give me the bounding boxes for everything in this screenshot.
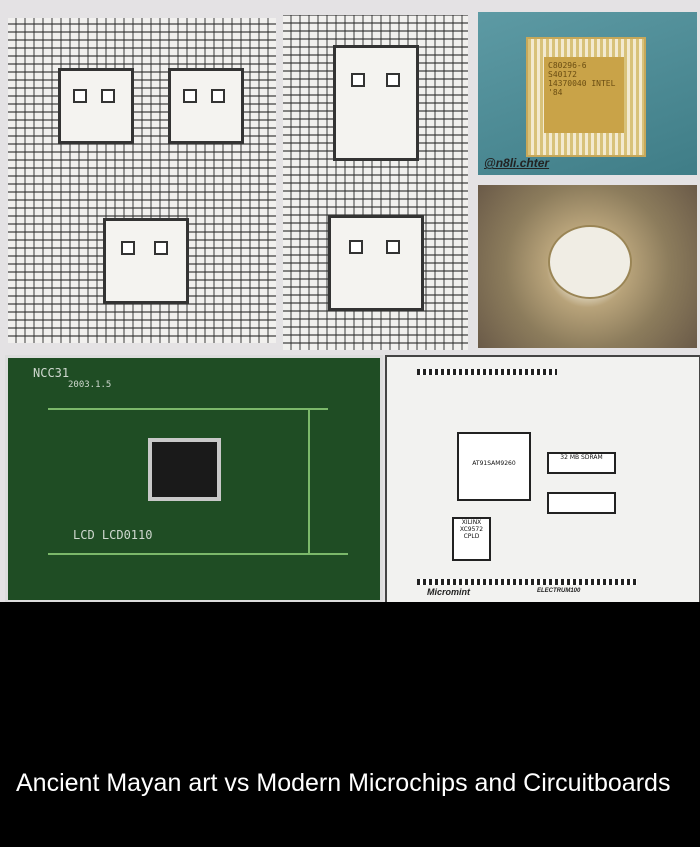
- post-caption: Ancient Mayan art vs Modern Microchips a…: [16, 769, 671, 797]
- mayan-art-center: [283, 15, 468, 350]
- intel-chip-photo: C80296-6 S40172 14370040 INTEL '84 @n8li…: [478, 12, 697, 175]
- cpld-chip: XILINX XC9572 CPLD: [452, 517, 491, 561]
- brand-label: Micromint: [427, 587, 471, 597]
- gold-chip-photo: [478, 185, 697, 348]
- white-circuit-board: AT91SAM9260 32 MB SDRAM XILINX XC9572 CP…: [385, 355, 700, 602]
- cpu-chip: AT91SAM9260: [457, 432, 531, 501]
- ram-chip: 32 MB SDRAM: [547, 452, 616, 474]
- board-date: 2003.1.5: [68, 380, 112, 390]
- board-lcd-label: LCD LCD0110: [73, 528, 153, 542]
- watermark: @n8li.chter: [484, 156, 550, 170]
- mayan-art-left: [8, 18, 276, 343]
- board-label: NCC31: [33, 366, 70, 380]
- green-circuit-board: NCC31 2003.1.5 LCD LCD0110: [5, 355, 383, 602]
- post-image[interactable]: C80296-6 S40172 14370040 INTEL '84 @n8li…: [0, 0, 700, 602]
- model-label: ELECTRUM100: [537, 588, 581, 594]
- chip-marking: C80296-6 S40172 14370040 INTEL '84: [544, 57, 624, 133]
